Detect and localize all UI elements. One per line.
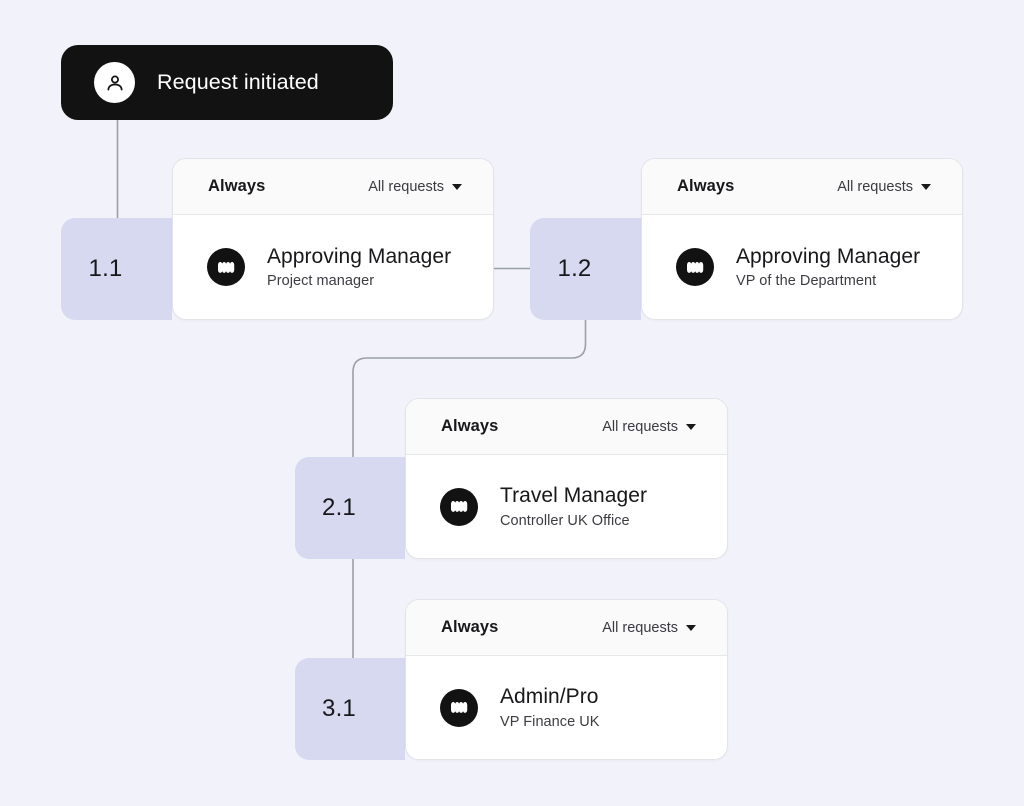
card-body: Travel Manager Controller UK Office xyxy=(406,455,727,558)
wave-avatar-icon xyxy=(676,248,714,286)
card-body: Admin/Pro VP Finance UK xyxy=(406,656,727,759)
chevron-down-icon xyxy=(686,423,696,430)
scope-dropdown[interactable]: All requests xyxy=(602,620,696,636)
chevron-down-icon xyxy=(686,624,696,631)
condition-label: Always xyxy=(441,417,499,435)
role-title: Approving Manager xyxy=(267,244,452,268)
card-header: Always All requests xyxy=(173,159,493,215)
role-block: Admin/Pro VP Finance UK xyxy=(500,685,600,729)
role-detail: VP of the Department xyxy=(736,273,877,290)
scope-label: All requests xyxy=(837,178,913,195)
chevron-down-icon xyxy=(452,183,462,190)
role-detail: Project manager xyxy=(267,273,375,290)
wave-avatar-icon xyxy=(207,248,245,286)
scope-dropdown[interactable]: All requests xyxy=(602,419,696,435)
step-card-1-1[interactable]: Always All requests Approving Manager Pr… xyxy=(172,158,494,320)
scope-label: All requests xyxy=(602,619,678,636)
step-badge-label: 3.1 xyxy=(322,695,356,722)
start-node[interactable]: Request initiated xyxy=(61,45,393,120)
card-header: Always All requests xyxy=(406,399,727,455)
condition-label: Always xyxy=(677,177,735,195)
scope-dropdown[interactable]: All requests xyxy=(837,179,931,195)
role-block: Approving Manager VP of the Department xyxy=(736,245,920,289)
step-badge-label: 2.1 xyxy=(322,494,356,521)
role-block: Travel Manager Controller UK Office xyxy=(500,484,647,528)
step-badge-label: 1.2 xyxy=(557,255,592,282)
wave-avatar-icon xyxy=(440,688,478,727)
step-badge-1-2[interactable]: 1.2 xyxy=(530,218,641,320)
wave-avatar-icon xyxy=(440,487,478,526)
start-node-label: Request initiated xyxy=(157,70,319,94)
condition-label: Always xyxy=(441,618,499,636)
step-badge-1-1[interactable]: 1.1 xyxy=(61,218,172,320)
scope-label: All requests xyxy=(602,418,678,435)
step-badge-2-1[interactable]: 2.1 xyxy=(295,457,405,559)
step-card-1-2[interactable]: Always All requests Approving Manager VP… xyxy=(641,158,963,320)
role-detail: Controller UK Office xyxy=(500,512,630,529)
step-badge-3-1[interactable]: 3.1 xyxy=(295,658,405,760)
step-badge-label: 1.1 xyxy=(88,255,123,282)
role-block: Approving Manager Project manager xyxy=(267,245,451,289)
step-card-2-1[interactable]: Always All requests Travel Manager Contr… xyxy=(405,398,728,559)
role-detail: VP Finance UK xyxy=(500,713,600,730)
card-body: Approving Manager VP of the Department xyxy=(642,215,962,319)
scope-label: All requests xyxy=(368,178,444,195)
role-title: Travel Manager xyxy=(500,484,647,508)
person-icon xyxy=(94,62,135,103)
chevron-down-icon xyxy=(921,183,931,190)
step-card-3-1[interactable]: Always All requests Admin/Pro VP Finance… xyxy=(405,599,728,760)
card-header: Always All requests xyxy=(642,159,962,215)
card-header: Always All requests xyxy=(406,600,727,656)
role-title: Approving Manager xyxy=(736,244,921,268)
role-title: Admin/Pro xyxy=(500,685,599,709)
card-body: Approving Manager Project manager xyxy=(173,215,493,319)
condition-label: Always xyxy=(208,177,266,195)
scope-dropdown[interactable]: All requests xyxy=(368,179,462,195)
